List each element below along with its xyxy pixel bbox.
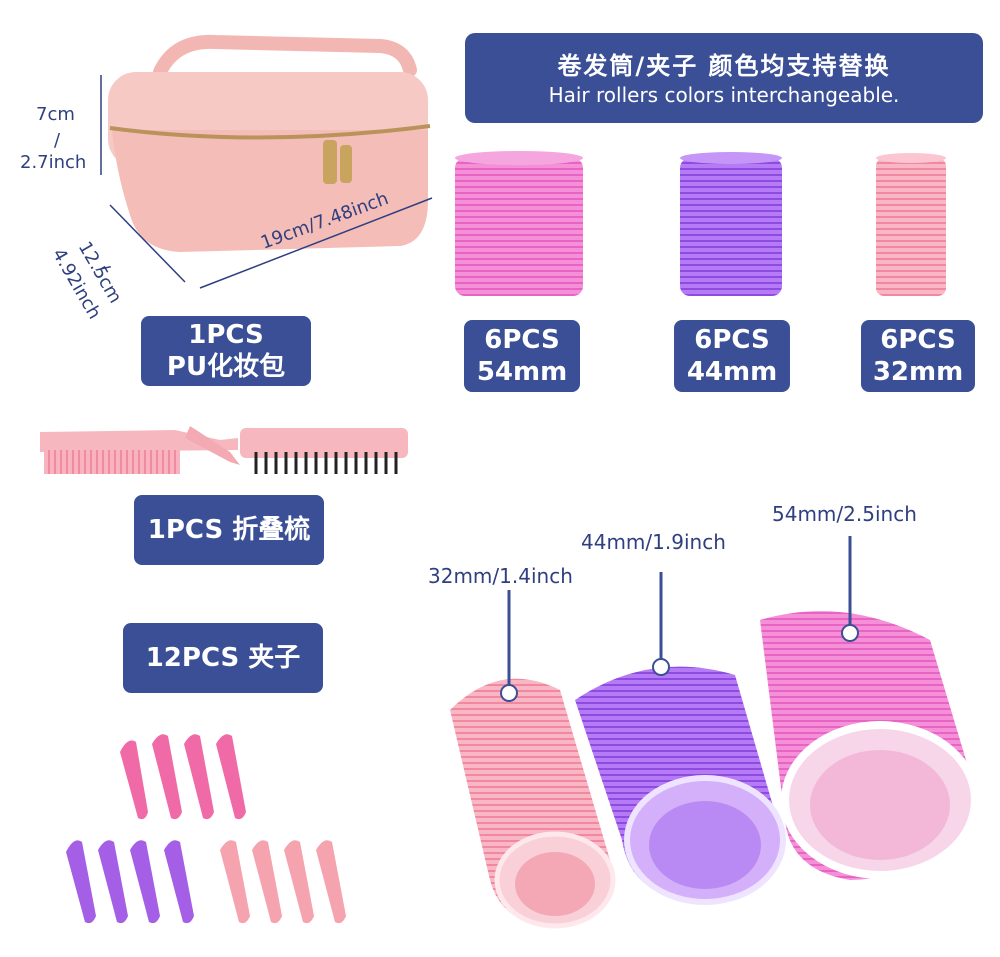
bag-height-inch: 2.7inch xyxy=(20,152,87,173)
roller-54mm-image xyxy=(455,151,583,296)
roller-54mm-count: 6PCS xyxy=(484,325,560,355)
callout-dot-54mm xyxy=(841,624,859,642)
clips-tag: 12PCS 夹子 xyxy=(123,623,323,693)
roller-size-label-32mm: 32mm/1.4inch xyxy=(428,564,573,588)
color-banner: 卷发筒/夹子 颜色均支持替换 Hair rollers colors inter… xyxy=(465,33,983,123)
cosmetic-bag-image xyxy=(108,34,431,252)
roller-44mm-tag: 6PCS 44mm xyxy=(674,320,790,392)
roller-54mm-size: 54mm xyxy=(476,357,568,387)
roller-44mm-count: 6PCS xyxy=(694,325,770,355)
roller-32mm-count: 6PCS xyxy=(880,325,956,355)
roller-54mm-tag: 6PCS 54mm xyxy=(464,320,580,392)
bag-height-sep: / xyxy=(54,130,61,151)
hair-clips-image xyxy=(66,734,346,924)
bag-tag-count: 1PCS xyxy=(188,320,264,350)
callout-dot-44mm xyxy=(652,658,670,676)
banner-subtitle-en: Hair rollers colors interchangeable. xyxy=(548,83,900,107)
roller-size-label-44mm: 44mm/1.9inch xyxy=(581,530,726,554)
bag-tag: 1PCS PU化妆包 xyxy=(141,316,311,386)
banner-title-cn: 卷发筒/夹子 颜色均支持替换 xyxy=(557,52,891,80)
large-roller-54mm-image xyxy=(760,611,979,880)
medium-roller-44mm-image xyxy=(575,666,786,905)
roller-32mm-size: 32mm xyxy=(872,357,964,387)
roller-size-label-54mm: 54mm/2.5inch xyxy=(772,502,917,526)
folding-comb-image xyxy=(40,426,408,474)
small-roller-32mm-image xyxy=(450,678,616,929)
callout-dot-32mm xyxy=(500,684,518,702)
depth-dim-line xyxy=(109,204,186,283)
comb-tag: 1PCS 折叠梳 xyxy=(134,495,324,565)
bag-height-cm: 7cm xyxy=(36,104,75,125)
roller-44mm-image xyxy=(680,152,782,296)
bag-tag-name: PU化妆包 xyxy=(166,352,286,382)
roller-32mm-image xyxy=(876,153,946,296)
roller-32mm-tag: 6PCS 32mm xyxy=(861,320,975,392)
roller-44mm-size: 44mm xyxy=(686,357,778,387)
width-dim-line xyxy=(199,197,433,289)
